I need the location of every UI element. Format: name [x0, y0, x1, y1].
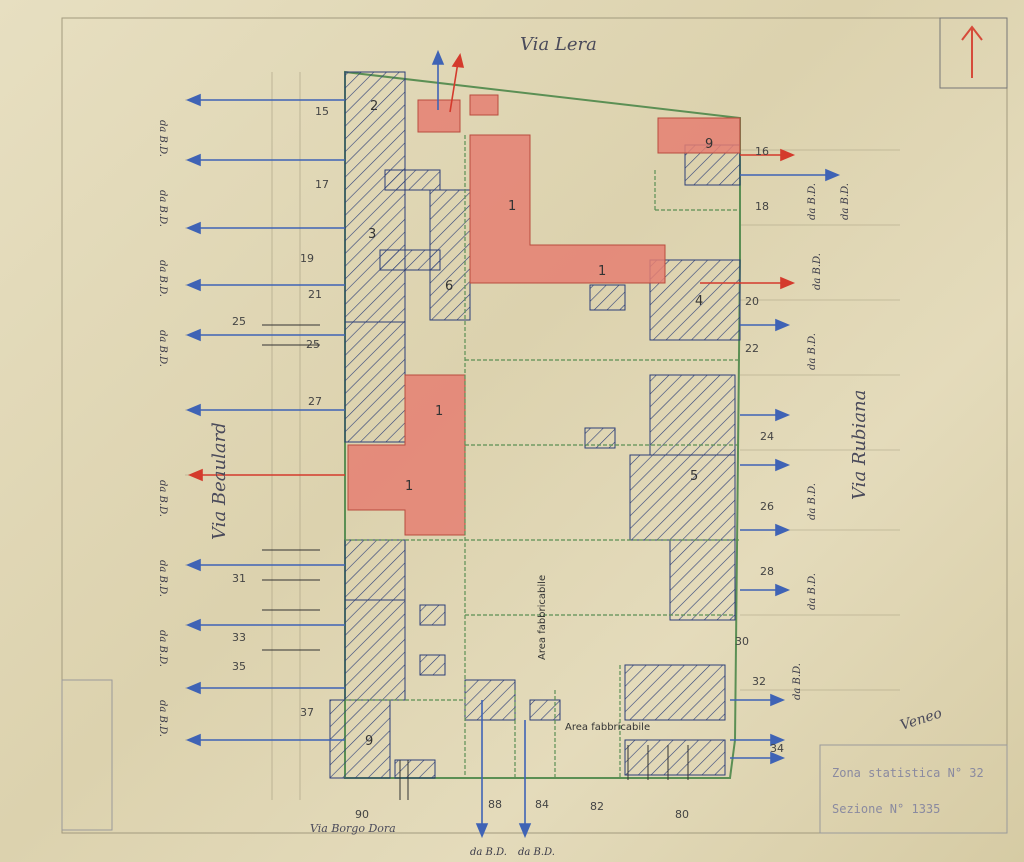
svg-text:30: 30 — [735, 635, 749, 648]
west-arrows — [185, 93, 345, 747]
stamp-section: Sezione N° 1335 — [832, 802, 940, 816]
svg-text:da B.D.: da B.D. — [812, 253, 823, 290]
svg-text:28: 28 — [760, 565, 774, 578]
svg-text:27: 27 — [308, 395, 322, 408]
street-west: Via Beaulard — [209, 422, 230, 540]
svg-text:19: 19 — [300, 252, 314, 265]
svg-text:20: 20 — [745, 295, 759, 308]
hatched-buildings — [329, 71, 741, 779]
signature: Veneo — [898, 705, 944, 733]
svg-text:9: 9 — [365, 734, 373, 749]
svg-text:5: 5 — [690, 469, 698, 484]
svg-text:9: 9 — [705, 137, 713, 152]
house-numbers-east: 16 18 20 22 24 26 28 30 32 34 — [735, 145, 784, 755]
svg-text:1: 1 — [435, 404, 443, 419]
stamp-box — [819, 744, 1008, 834]
svg-text:da B.D.: da B.D. — [157, 630, 168, 667]
svg-text:da B.D.: da B.D. — [807, 483, 818, 520]
svg-text:37: 37 — [300, 706, 314, 719]
svg-text:1: 1 — [508, 199, 516, 214]
svg-text:33: 33 — [232, 631, 246, 644]
svg-text:88: 88 — [488, 798, 502, 811]
svg-text:da B.D.: da B.D. — [470, 847, 507, 858]
svg-text:da B.D.: da B.D. — [157, 190, 168, 227]
svg-text:da B.D.: da B.D. — [157, 700, 168, 737]
street-east: Via Rubiana — [849, 390, 870, 500]
svg-text:da B.D.: da B.D. — [157, 330, 168, 367]
street-south: Via Borgo Dora — [310, 822, 396, 835]
svg-text:3: 3 — [368, 227, 376, 242]
svg-text:35: 35 — [232, 660, 246, 673]
svg-text:da B.D.: da B.D. — [157, 260, 168, 297]
svg-text:1: 1 — [598, 264, 606, 279]
svg-text:6: 6 — [445, 279, 453, 294]
svg-text:31: 31 — [232, 572, 246, 585]
svg-text:da B.D.: da B.D. — [807, 573, 818, 610]
house-numbers-south: 90 88 84 82 80 — [355, 798, 689, 821]
south-arrows — [431, 49, 532, 839]
svg-text:da B.D.: da B.D. — [518, 847, 555, 858]
page-border — [61, 17, 1008, 834]
svg-text:84: 84 — [535, 798, 549, 811]
svg-text:25: 25 — [232, 315, 246, 328]
svg-text:32: 32 — [752, 675, 766, 688]
svg-text:da B.D.: da B.D. — [807, 333, 818, 370]
svg-text:90: 90 — [355, 808, 369, 821]
svg-text:da B.D.: da B.D. — [157, 480, 168, 517]
svg-text:da B.D.: da B.D. — [792, 663, 803, 700]
street-north: Via Lera — [520, 34, 597, 55]
svg-text:1: 1 — [405, 479, 413, 494]
svg-text:da B.D.: da B.D. — [157, 120, 168, 157]
svg-text:82: 82 — [590, 800, 604, 813]
red-arrows-east — [700, 148, 796, 290]
svg-text:4: 4 — [695, 294, 703, 309]
svg-text:34: 34 — [770, 742, 784, 755]
house-numbers-west: 15 17 19 21 25 25 27 31 33 35 37 — [232, 105, 329, 719]
svg-text:16: 16 — [755, 145, 769, 158]
svg-text:22: 22 — [745, 342, 759, 355]
svg-text:26: 26 — [760, 500, 774, 513]
signature-box — [61, 679, 113, 831]
red-arrow-north — [449, 52, 465, 113]
svg-text:17: 17 — [315, 178, 329, 191]
svg-text:18: 18 — [755, 200, 769, 213]
svg-text:21: 21 — [308, 288, 322, 301]
parcel-numbers: 1 1 1 1 2 3 4 5 6 9 9 — [365, 99, 713, 749]
svg-text:da B.D.: da B.D. — [157, 560, 168, 597]
svg-text:2: 2 — [370, 99, 378, 114]
svg-text:25: 25 — [306, 338, 320, 351]
svg-text:da B.D.: da B.D. — [807, 183, 818, 220]
area-label-2: Area fabbricabile — [565, 722, 650, 733]
partition-lines — [345, 135, 740, 778]
red-buildings — [347, 94, 741, 536]
svg-text:15: 15 — [315, 105, 329, 118]
svg-text:80: 80 — [675, 808, 689, 821]
area-label-1: Area fabbricabile — [537, 575, 548, 660]
east-arrows — [730, 168, 841, 765]
svg-text:24: 24 — [760, 430, 774, 443]
svg-text:da B.D.: da B.D. — [840, 183, 851, 220]
entrance-marks — [262, 324, 689, 800]
bd-annotations: da B.D. da B.D. da B.D. da B.D. da B.D. … — [157, 120, 851, 858]
stamp-zone: Zona statistica N° 32 — [832, 766, 984, 780]
north-arrow-icon — [939, 17, 1008, 89]
red-arrow-west — [187, 468, 345, 482]
